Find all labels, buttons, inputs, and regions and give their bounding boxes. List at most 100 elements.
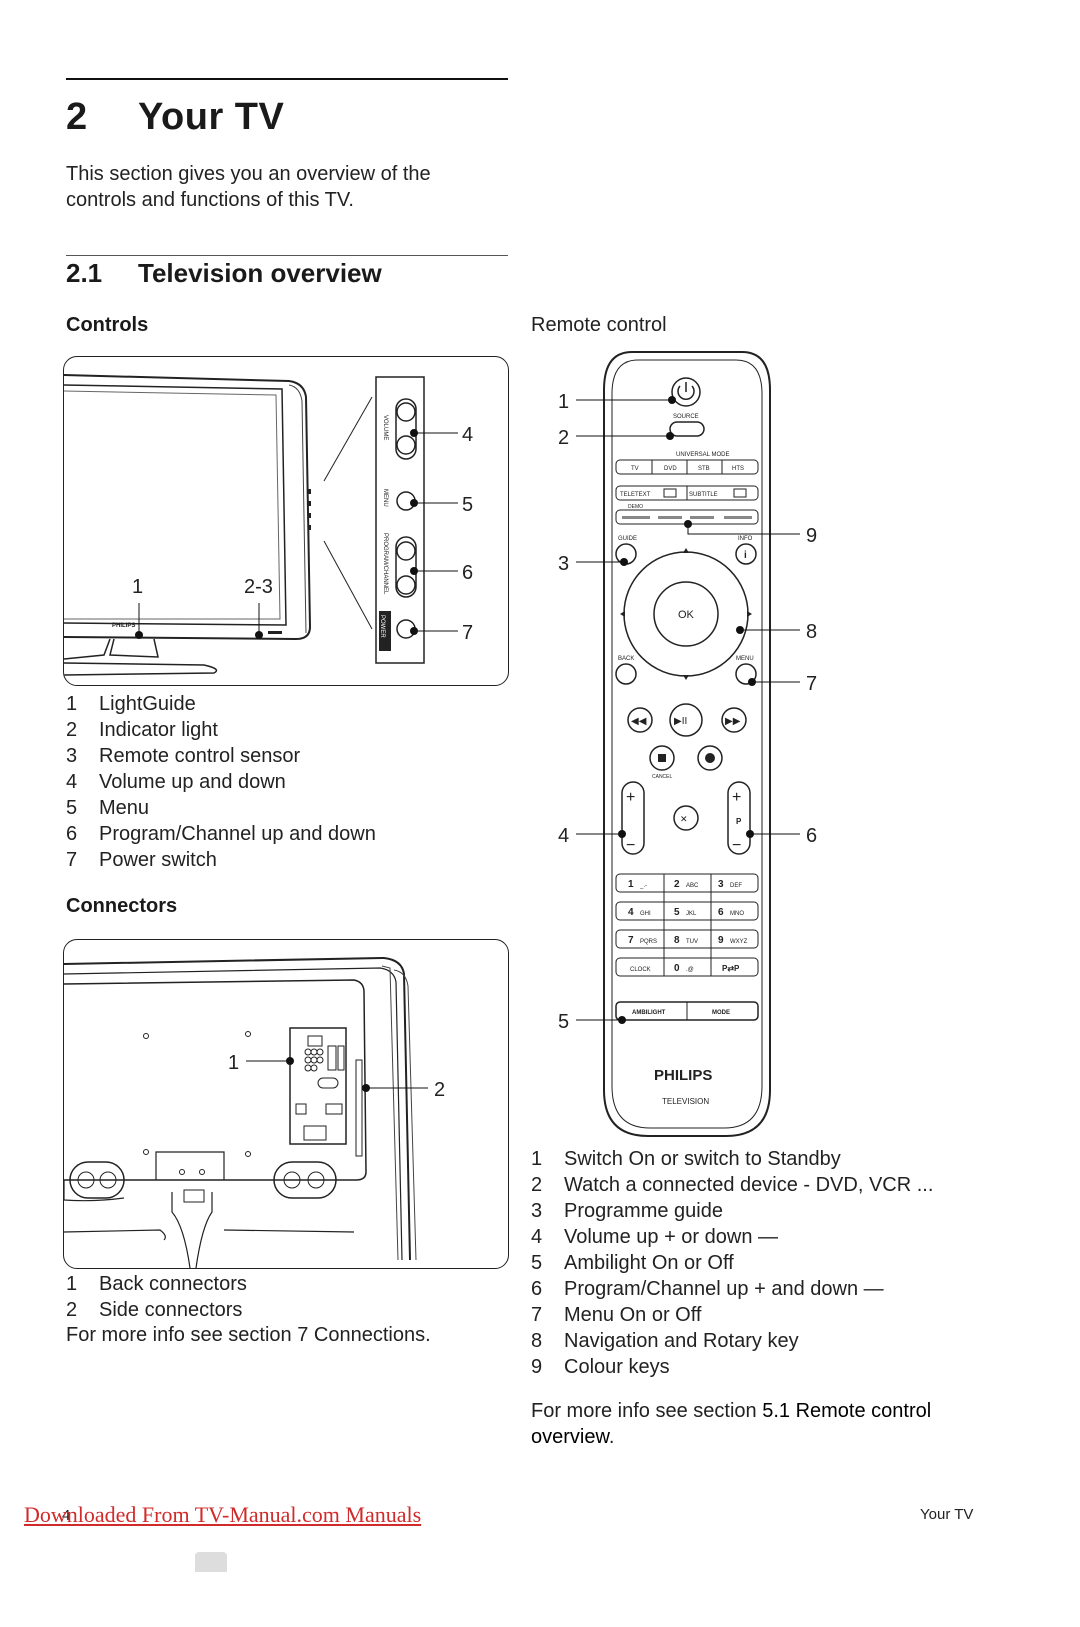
callout-1: 1	[132, 576, 143, 598]
remote-note-prefix: For more info see section	[531, 1400, 763, 1422]
key-3[interactable]: 3	[718, 879, 724, 890]
scroll-tab[interactable]	[195, 1552, 227, 1572]
program-label: PROGRAM/CHANNEL	[382, 533, 388, 595]
tv-brand-label: PHILIPS	[112, 623, 135, 629]
callout-6: 6	[806, 825, 817, 847]
controls-heading: Controls	[66, 314, 149, 336]
key-1-letters: _.-	[639, 883, 647, 889]
dvd-mode-button[interactable]: DVD	[664, 466, 677, 472]
demo-label: DEMO	[628, 504, 643, 510]
stb-mode-button[interactable]: STB	[698, 466, 710, 472]
svg-text:+: +	[626, 789, 635, 806]
remote-note-link[interactable]: 5.1 Remote control overview	[531, 1400, 932, 1448]
key-0-letters: .@	[686, 967, 694, 973]
key-8[interactable]: 8	[674, 935, 680, 946]
subtitle-button[interactable]: SUBTITLE	[689, 492, 718, 498]
callout-2: 2	[558, 427, 569, 449]
remote-brand-sub: TELEVISION	[662, 1097, 709, 1106]
guide-label: GUIDE	[618, 536, 637, 542]
pp-button[interactable]: P⇄P	[722, 964, 740, 973]
key-9[interactable]: 9	[718, 935, 724, 946]
remote-illustration: SOURCE UNIVERSAL MODE TV DVD STB HTS TEL…	[546, 350, 846, 1140]
callout-4: 4	[462, 424, 473, 446]
teletext-button[interactable]: TELETEXT	[620, 492, 651, 498]
volume-label: VOLUME	[382, 415, 388, 440]
top-rule	[66, 78, 508, 80]
svg-text:✕: ✕	[680, 814, 688, 824]
svg-text:▶II: ▶II	[674, 716, 687, 727]
mode-button[interactable]: MODE	[712, 1010, 730, 1016]
svg-text:◀◀: ◀◀	[631, 716, 647, 727]
section-rule	[66, 255, 508, 256]
section-title: Television overview	[138, 258, 382, 288]
power-label: POWER	[379, 615, 385, 638]
running-footer: Your TV	[920, 1506, 974, 1523]
tv-back-illustration: 1 2	[63, 939, 509, 1269]
key-5[interactable]: 5	[674, 907, 680, 918]
hts-mode-button[interactable]: HTS	[732, 466, 744, 472]
key-4-letters: GHI	[640, 911, 651, 917]
callout-3: 3	[558, 553, 569, 575]
p-label: P	[736, 817, 742, 826]
callout-1: 1	[558, 391, 569, 413]
ok-button[interactable]: OK	[678, 609, 695, 621]
key-0[interactable]: 0	[674, 963, 680, 974]
callout-2-3: 2-3	[244, 576, 273, 598]
menu-label: MENU	[736, 656, 754, 662]
key-2[interactable]: 2	[674, 879, 680, 890]
callout-8: 8	[806, 621, 817, 643]
key-6-letters: MNO	[730, 911, 744, 917]
section-number: 2.1	[66, 258, 103, 288]
svg-text:−: −	[732, 837, 741, 854]
ambilight-button[interactable]: AMBILIGHT	[632, 1010, 666, 1016]
callout-1: 1	[228, 1052, 239, 1074]
tv-mode-button[interactable]: TV	[631, 466, 639, 472]
remote-note: For more info see section 5.1 Remote con…	[531, 1398, 951, 1450]
key-9-letters: WXYZ	[730, 939, 748, 945]
svg-text:i: i	[744, 550, 747, 561]
callout-5: 5	[558, 1011, 569, 1033]
key-1[interactable]: 1	[628, 879, 634, 890]
callout-4: 4	[558, 825, 569, 847]
tv-front-illustration: PHILIPS 1 2-3 VOLUME MENU PROGRAM/CHANNE…	[63, 356, 509, 686]
key-4[interactable]: 4	[628, 907, 634, 918]
page-number: 4	[62, 1507, 71, 1524]
callout-7: 7	[806, 673, 817, 695]
chapter-title: Your TV	[138, 96, 285, 138]
remote-heading: Remote control	[531, 314, 667, 336]
intro-text: This section gives you an overview of th…	[66, 163, 431, 211]
back-label: BACK	[618, 656, 634, 662]
key-7-letters: PQRS	[640, 939, 657, 945]
remote-brand: PHILIPS	[654, 1067, 712, 1084]
callout-7: 7	[462, 622, 473, 644]
svg-text:▶▶: ▶▶	[725, 716, 741, 727]
download-link[interactable]: Downloaded From TV-Manual.com Manuals	[24, 1502, 422, 1527]
svg-text:−: −	[626, 837, 635, 854]
chapter-number: 2	[66, 96, 88, 138]
cancel-label: CANCEL	[652, 774, 673, 780]
key-3-letters: DEF	[730, 883, 742, 889]
key-7[interactable]: 7	[628, 935, 634, 946]
clock-button[interactable]: CLOCK	[630, 967, 651, 973]
universal-mode-label: UNIVERSAL MODE	[676, 452, 729, 458]
key-6[interactable]: 6	[718, 907, 724, 918]
callout-6: 6	[462, 562, 473, 584]
